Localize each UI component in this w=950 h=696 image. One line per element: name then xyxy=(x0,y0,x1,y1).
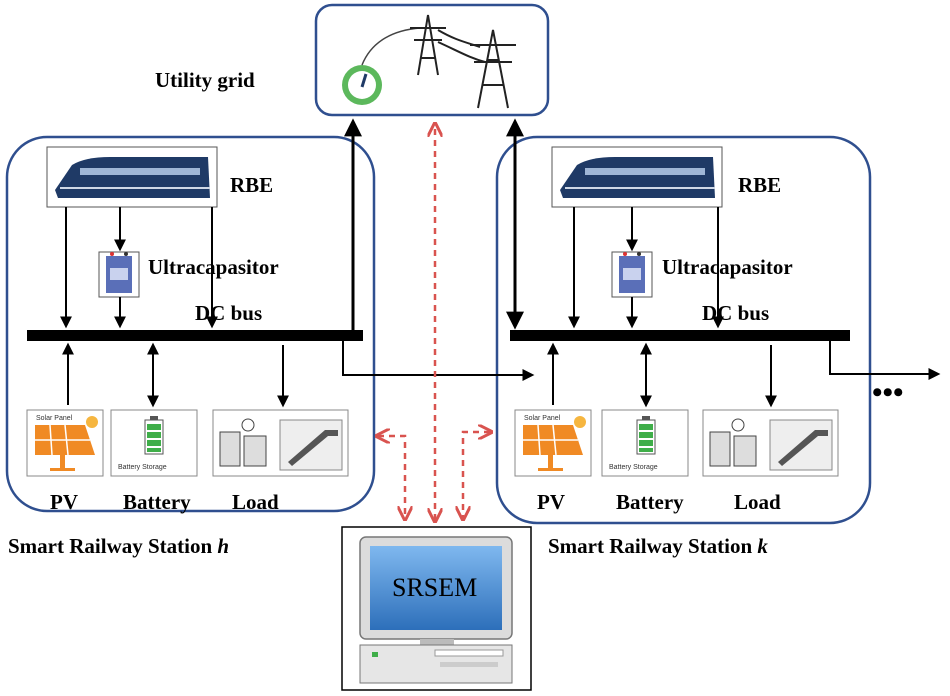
battery-label: Battery xyxy=(616,490,684,514)
train-icon xyxy=(551,146,723,208)
load-icon xyxy=(212,409,349,477)
utility-grid-label: Utility grid xyxy=(155,68,255,92)
srsem-computer: SRSEM xyxy=(341,526,532,691)
power-tower-icon xyxy=(410,14,516,109)
load-label: Load xyxy=(232,490,279,514)
ultracapacitor-icon xyxy=(98,251,140,298)
monitor-screen xyxy=(370,546,502,630)
solar-panel-icon: Solar Panel xyxy=(26,409,104,477)
meter-icon xyxy=(342,27,421,105)
dc-bus-bar xyxy=(27,330,363,341)
station-k: RBE Ultracapasitor DC bus Solar Panel xyxy=(495,135,872,558)
ultracapacitor-label: Ultracapasitor xyxy=(148,255,279,279)
monitor-stand xyxy=(420,639,454,647)
control-links xyxy=(378,125,490,520)
station-h: RBE Ultracapasitor DC bus Solar Pa xyxy=(5,135,376,558)
ultracapacitor-label: Ultracapasitor xyxy=(662,255,793,279)
train-icon xyxy=(46,146,218,208)
station-name: Smart Railway Station h xyxy=(8,534,229,558)
solar-panel-icon: Solar Panel xyxy=(514,409,592,477)
dc-bus-label: DC bus xyxy=(195,301,262,325)
utility-grid: Utility grid xyxy=(155,3,550,117)
srsem-label: SRSEM xyxy=(392,573,477,602)
battery-icon-text: Battery Storage xyxy=(609,464,658,471)
solar-icon-text: Solar Panel xyxy=(524,415,561,422)
next-station-arrow xyxy=(829,341,941,380)
rbe-label: RBE xyxy=(738,173,781,197)
station-name: Smart Railway Station k xyxy=(548,534,768,558)
pv-label: PV xyxy=(537,490,565,514)
load-icon xyxy=(702,409,839,477)
rbe-label: RBE xyxy=(230,173,273,197)
station-link-arrow xyxy=(342,341,535,381)
control-station-k-arrow xyxy=(463,432,490,518)
control-station-h-arrow xyxy=(378,436,405,518)
battery-label: Battery xyxy=(123,490,191,514)
ultracapacitor-icon xyxy=(611,251,653,298)
battery-storage-icon: Battery Storage xyxy=(110,409,198,477)
solar-icon-text: Solar Panel xyxy=(36,415,73,422)
battery-storage-icon: Battery Storage xyxy=(601,409,689,477)
battery-icon-text: Battery Storage xyxy=(118,464,167,471)
dc-bus-label: DC bus xyxy=(702,301,769,325)
load-label: Load xyxy=(734,490,781,514)
dc-bus-bar xyxy=(510,330,850,341)
continuation-dots: ••• xyxy=(872,376,904,409)
pv-label: PV xyxy=(50,490,78,514)
